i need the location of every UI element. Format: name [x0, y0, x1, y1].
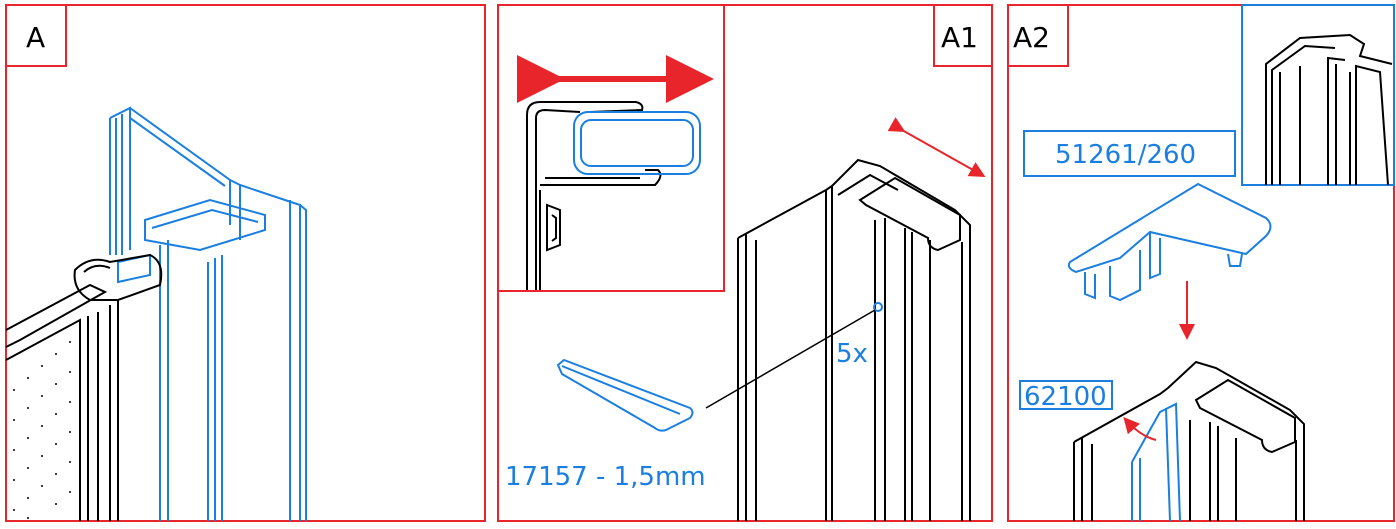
seal-strip — [1131, 402, 1181, 522]
panel-a2-label: A2 — [1013, 21, 1050, 54]
leader-line — [705, 309, 876, 409]
seal-code: 62100 — [1024, 382, 1107, 412]
glass-seal-drawing — [5, 253, 163, 521]
profile-3d-drawing — [737, 158, 971, 521]
panel-a1-label-box — [933, 4, 993, 67]
hex-key-icon — [556, 358, 694, 432]
panel-a-label-box — [5, 4, 67, 67]
end-cap-part — [1067, 182, 1272, 302]
inset-profile-drawing — [1265, 33, 1393, 186]
panel-a-label: A — [26, 21, 45, 54]
seal-code-box — [1019, 380, 1113, 410]
panel-a: A — [5, 4, 486, 522]
grub-screw — [873, 302, 883, 312]
insert-arrow — [1123, 416, 1157, 441]
wall-profile-drawing — [109, 106, 307, 521]
panel-a2-frame — [1007, 4, 1395, 522]
glass-texture — [13, 341, 71, 519]
detail-profile-section — [526, 101, 662, 290]
hex-key-code: 17157 - 1,5mm — [505, 462, 706, 492]
end-cap-code: 51261/260 — [1055, 140, 1196, 170]
panel-a1-label: A1 — [941, 21, 978, 54]
profile-a2-drawing — [1073, 360, 1305, 521]
detail-inset-a2 — [1241, 4, 1395, 186]
panel-a2-label-box — [1007, 4, 1069, 67]
end-cap-code-box — [1023, 130, 1236, 177]
panel-a-frame — [5, 4, 486, 522]
quantity-label: 5x — [836, 339, 868, 369]
detail-end-cap-section — [573, 111, 701, 175]
panel-a1: A1 — [497, 4, 993, 522]
adjust-arrow — [887, 117, 986, 177]
detail-inset-frame — [497, 4, 725, 292]
panel-a2: A2 51261/260 62100 — [1007, 4, 1395, 522]
